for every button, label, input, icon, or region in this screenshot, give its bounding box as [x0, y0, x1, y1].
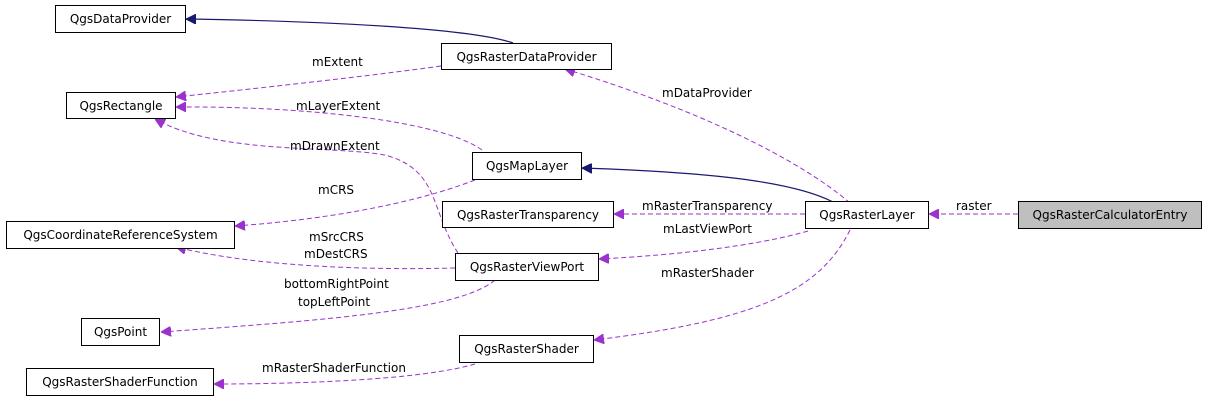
- node-label: QgsRasterViewPort: [470, 260, 585, 274]
- node-label: QgsMapLayer: [486, 159, 568, 173]
- edge-label-mdrawnextent: mDrawnExtent: [290, 139, 380, 153]
- edge-label-msrccrs: mSrcCRS: [309, 230, 364, 244]
- edge-mlayerextent: mLayerExtent: [176, 99, 483, 151]
- node-qgsrastershaderfunction[interactable]: QgsRasterShaderFunction: [26, 368, 214, 396]
- node-label: QgsCoordinateReferenceSystem: [23, 228, 217, 242]
- node-qgsrastercalculatorentry[interactable]: QgsRasterCalculatorEntry: [1018, 201, 1202, 229]
- edge-mdataprovider: mDataProvider: [565, 69, 851, 204]
- node-label: QgsRasterShader: [474, 342, 579, 356]
- edge-raster: raster: [929, 199, 1018, 214]
- edge-label-mcrs: mCRS: [318, 183, 354, 197]
- edge-label-mdestcrs: mDestCRS: [304, 247, 368, 261]
- node-qgscoordinatereferencesystem[interactable]: QgsCoordinateReferenceSystem: [6, 221, 235, 249]
- edge-mdrawnextent: mDrawnExtent: [155, 119, 459, 254]
- node-label: QgsRasterLayer: [819, 208, 915, 222]
- edge-viewport-point: bottomRightPoint topLeftPoint: [161, 277, 496, 332]
- node-qgsdataprovider[interactable]: QgsDataProvider: [55, 5, 186, 33]
- node-label: QgsDataProvider: [70, 12, 171, 26]
- node-qgspoint[interactable]: QgsPoint: [81, 318, 160, 346]
- edge-label-mextent: mExtent: [312, 55, 363, 69]
- edge-mshaderfunction: mRasterShaderFunction: [214, 361, 476, 384]
- edge-mrastershader: mRasterShader: [594, 229, 851, 340]
- edge-label-mdataprovider: mDataProvider: [662, 86, 752, 100]
- edge-label-mtransparency: mRasterTransparency: [642, 199, 772, 213]
- edge-label-mrastershader: mRasterShader: [661, 266, 754, 280]
- edge-rasterdataprovider-to-dataprovider: [186, 19, 514, 44]
- node-qgsrasterlayer[interactable]: QgsRasterLayer: [805, 201, 929, 229]
- edge-mcrs: mCRS: [235, 179, 476, 226]
- edge-rasterlayer-to-maplayer: [582, 168, 834, 203]
- edge-label-mshaderfunction: mRasterShaderFunction: [262, 361, 406, 375]
- node-qgsrasterviewport[interactable]: QgsRasterViewPort: [455, 253, 599, 281]
- edge-label-mlayerextent: mLayerExtent: [296, 99, 381, 113]
- node-label: QgsRasterShaderFunction: [42, 375, 198, 389]
- node-label: QgsPoint: [94, 325, 147, 339]
- node-qgsrasterdataprovider[interactable]: QgsRasterDataProvider: [441, 43, 612, 70]
- node-label: QgsRasterCalculatorEntry: [1033, 208, 1188, 222]
- edge-crs-viewport: mSrcCRS mDestCRS: [176, 230, 456, 270]
- node-label: QgsRasterTransparency: [457, 208, 599, 222]
- node-label: QgsRasterDataProvider: [456, 50, 596, 64]
- node-qgsrectangle[interactable]: QgsRectangle: [66, 92, 176, 119]
- node-qgsmaplayer[interactable]: QgsMapLayer: [472, 152, 582, 180]
- node-label: QgsRectangle: [79, 99, 162, 113]
- edge-mlastviewport: mLastViewPort: [599, 222, 809, 259]
- edge-label-raster: raster: [956, 199, 992, 213]
- node-qgsrastershader[interactable]: QgsRasterShader: [459, 335, 594, 363]
- edge-label-mlastviewport: mLastViewPort: [663, 222, 752, 236]
- edge-mextent: mExtent: [176, 55, 442, 97]
- edge-label-topleft: topLeftPoint: [298, 295, 370, 309]
- edge-label-bottomright: bottomRightPoint: [284, 277, 389, 291]
- edge-mtransparency: mRasterTransparency: [614, 199, 805, 214]
- node-qgsrastertransparency[interactable]: QgsRasterTransparency: [442, 201, 614, 228]
